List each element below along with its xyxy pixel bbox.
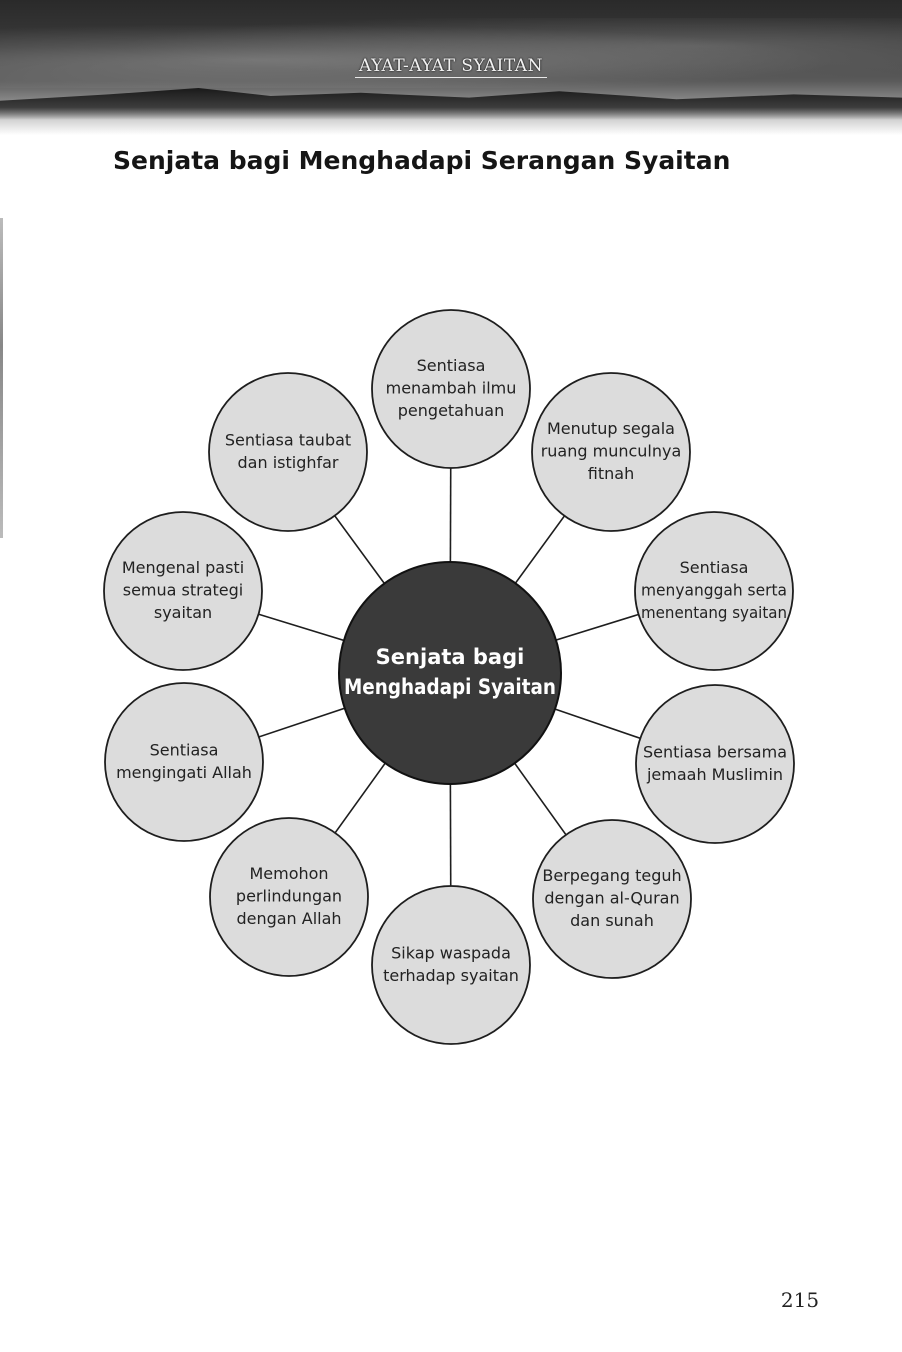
node-mengingati-label-2: mengingati Allah [116,763,252,782]
node-taubat-label-2: dan istighfar [238,453,339,472]
node-quran-sunah-label-1: Berpegang teguh [542,866,681,885]
node-jemaah-label-2: jemaah Muslimin [646,765,783,784]
node-quran-sunah: Berpegang teguh dengan al-Quran dan sunah [532,819,692,979]
node-mengingati: Sentiasa mengingati Allah [104,682,264,842]
node-waspada-label-1: Sikap waspada [391,943,511,962]
header-mist [0,18,902,88]
node-waspada-circle [371,885,531,1045]
node-ilmu-label-1: Sentiasa [417,356,486,375]
node-menyanggah: Sentiasa menyanggah serta menentang syaita… [634,511,794,671]
node-ilmu: Sentiasa menambah ilmu pengetahuan [371,309,531,469]
node-taubat-label-1: Sentiasa taubat [225,430,351,449]
node-mengingati-label-1: Sentiasa [150,740,219,759]
node-taubat-circle [208,372,368,532]
node-quran-sunah-circle [532,819,692,979]
node-perlindungan-label-3: dengan Allah [236,909,341,928]
hub-label-1: Senjata bagi [376,645,525,669]
node-ilmu-circle [371,309,531,469]
node-menyanggah-label-1: Sentiasa [680,558,749,577]
running-head: AYAT-AYAT SYAITAN [0,56,902,78]
node-jemaah-label-1: Sentiasa bersama [643,742,787,761]
node-mengingati-circle [104,682,264,842]
node-strategi: Mengenal pasti semua strategi syaitan [103,511,263,671]
node-menyanggah-label-3: menentang syaitan [641,603,787,622]
node-ilmu-label-3: pengetahuan [398,401,504,420]
node-taubat: Sentiasa taubat dan istighfar [208,372,368,532]
node-strategi-label-3: syaitan [154,603,212,622]
node-fitnah: Menutup segala ruang munculnya fitnah [531,372,691,532]
node-strategi-label-2: semua strategi [123,581,244,600]
page-number: 215 [780,1288,820,1312]
hub-circle [338,561,562,785]
node-jemaah-circle [635,684,795,844]
node-strategi-label-1: Mengenal pasti [122,558,244,577]
node-waspada: Sikap waspada terhadap syaitan [371,885,531,1045]
page-edge-mark [0,218,3,538]
node-waspada-label-2: terhadap syaitan [383,966,519,985]
node-quran-sunah-label-2: dengan al-Quran [544,889,679,908]
node-perlindungan-circle [209,817,369,977]
node-fitnah-label-2: ruang munculnya [541,442,682,461]
node-ilmu-label-2: menambah ilmu [386,379,517,398]
node-fitnah-label-3: fitnah [588,464,634,483]
running-head-text: AYAT-AYAT SYAITAN [355,56,547,78]
page-title: Senjata bagi Menghadapi Serangan Syaitan [113,146,731,175]
node-perlindungan: Memohon perlindungan dengan Allah [209,817,369,977]
node-jemaah: Sentiasa bersama jemaah Muslimin [635,684,795,844]
node-strategi-circle [103,511,263,671]
node-perlindungan-label-1: Memohon [249,864,328,883]
header-banner [0,0,902,135]
node-menyanggah-circle [634,511,794,671]
node-perlindungan-label-2: perlindungan [236,887,342,906]
node-quran-sunah-label-3: dan sunah [570,911,654,930]
node-fitnah-circle [531,372,691,532]
hub-label-2: Menghadapi Syaitan [344,675,556,699]
node-fitnah-label-1: Menutup segala [547,419,675,438]
node-menyanggah-label-2: menyanggah serta [641,581,787,600]
